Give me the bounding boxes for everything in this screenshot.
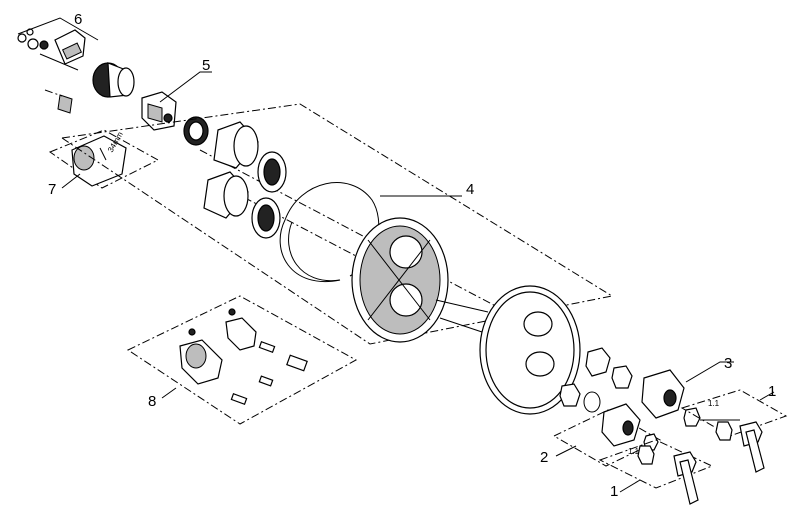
callout-8: 8 <box>148 393 156 410</box>
escutcheon-plate <box>479 285 581 415</box>
callout-1-lower: 1 <box>610 483 618 500</box>
sub-label-1-1-lower: 1.1 <box>628 447 640 456</box>
callout-4: 4 <box>466 181 474 198</box>
callout-3: 3 <box>724 355 732 372</box>
part-group-2 <box>552 383 662 467</box>
part-group-8 <box>126 295 358 425</box>
mounting-plate <box>351 217 449 343</box>
callout-5: 5 <box>202 57 210 74</box>
part-group-1-lower <box>598 439 714 505</box>
screws <box>435 299 489 333</box>
callout-1-upper: 1 <box>768 383 776 400</box>
sub-label-1-1-upper: 1.1 <box>708 399 720 408</box>
callout-6: 6 <box>74 11 82 28</box>
part-group-6 <box>17 17 99 71</box>
group-4-outline <box>60 103 614 345</box>
sleeves-upper <box>213 121 287 193</box>
part-group-1-upper <box>680 389 788 473</box>
part-group-7-tool: 34mm <box>48 129 160 189</box>
part-group-3 <box>585 347 734 427</box>
sleeves-lower <box>203 171 281 239</box>
part-group-5 <box>141 71 212 146</box>
callout-7: 7 <box>48 181 56 198</box>
callout-2: 2 <box>540 449 548 466</box>
part-group-6-cylinder <box>44 62 135 114</box>
